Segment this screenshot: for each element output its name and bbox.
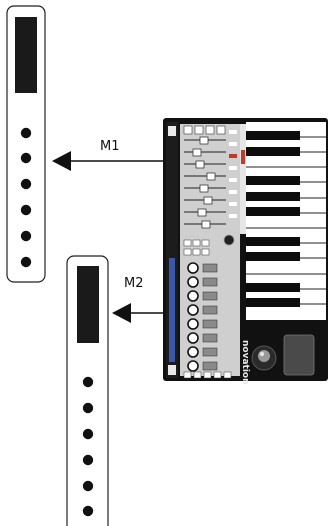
blue-display-strip [169,258,175,362]
knob [187,290,199,302]
m2-arrow [112,303,165,323]
m1-pin [20,178,32,190]
m2-pin [82,505,94,517]
logo-badge [241,150,245,164]
top-button-row [183,125,226,135]
fader [184,220,226,229]
knob [187,304,199,316]
knob-row-buttons [202,263,218,371]
touchpad [283,334,315,376]
fader-bank [184,136,226,229]
m1-pin [20,204,32,216]
brand-logo: novation [240,340,250,385]
mode-buttons [183,239,210,256]
bottom-button-row [183,371,232,379]
m2-pin [82,480,94,492]
m1-arrow [52,151,165,171]
label-strip [240,124,246,234]
m1-pin [20,256,32,268]
knob [187,318,199,330]
knob-bank [187,262,199,372]
midi-keyboard-controller: novation [163,118,328,385]
m1-label: M1 [100,139,120,154]
knob [187,332,199,344]
piano-keys [246,122,326,320]
m1-pin [20,152,32,164]
m2-label: M2 [124,276,144,291]
knob [187,276,199,288]
m2-connector [66,255,109,526]
fader [184,184,226,193]
m2-pin [82,376,94,388]
m2-pin [82,402,94,414]
fader [184,148,226,157]
m1-connector-block [15,17,37,93]
fader [184,196,226,205]
fader [184,160,226,169]
small-display-top [168,126,176,136]
right-button-column [229,130,237,218]
m1-connector [6,5,46,283]
m1-pin [20,230,32,242]
knob [187,262,199,274]
data-encoder [223,234,235,246]
fader [184,208,226,217]
m2-pin [82,428,94,440]
small-display-bottom [168,365,176,375]
knob [187,346,199,358]
pitch-joystick [251,345,277,371]
m1-pin [20,127,32,139]
knob [187,360,199,372]
m2-connector-block [77,266,99,343]
fader [184,172,226,181]
m2-pin [82,454,94,466]
black-keys [246,131,300,307]
fader [184,136,226,145]
